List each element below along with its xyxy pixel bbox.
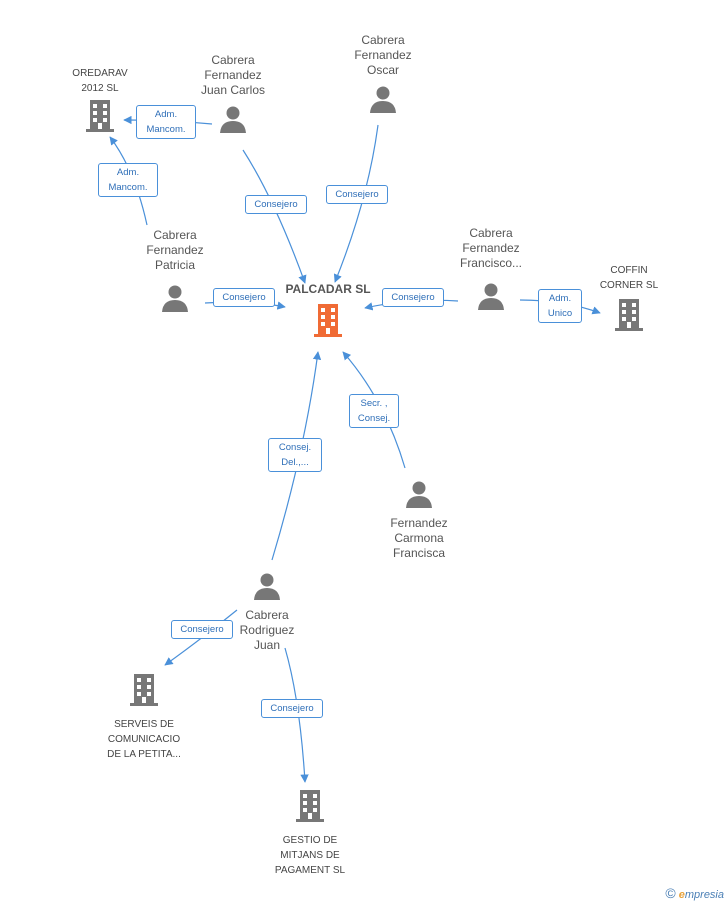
relation-badge-francisco-main[interactable]: Consejero xyxy=(382,288,444,307)
person-label: Cabrera Fernandez Francisco... xyxy=(459,226,522,270)
company-label: GESTIO DE MITJANS DE PAGAMENT SL xyxy=(274,835,346,876)
company-label: OREDARAV 2012 SL xyxy=(72,68,128,94)
person-icon xyxy=(370,86,396,113)
main-company-node[interactable]: PALCADAR SL xyxy=(268,282,388,343)
relation-badge-patricia-main[interactable]: Consejero xyxy=(213,288,275,307)
edge-jc-main xyxy=(242,149,307,284)
building-icon xyxy=(314,304,342,337)
company-node-serveis[interactable]: SERVEIS DE COMUNICACIO DE LA PETITA... xyxy=(94,672,194,762)
relation-badge-patricia-oredarav[interactable]: Adm. Mancom. xyxy=(98,163,158,197)
relation-badge-juan-serveis[interactable]: Consejero xyxy=(171,620,233,639)
company-label: COFFIN CORNER SL xyxy=(599,265,659,291)
company-node-oredarav[interactable]: OREDARAV 2012 SL xyxy=(60,66,140,139)
person-label: Cabrera Rodriguez Juan xyxy=(239,608,295,652)
company-label: SERVEIS DE COMUNICACIO DE LA PETITA... xyxy=(107,719,181,760)
brand-logo-text: mpresia xyxy=(684,889,724,901)
relation-badge-jc-main[interactable]: Consejero xyxy=(245,195,307,214)
building-icon xyxy=(615,299,643,331)
person-label: Cabrera Fernandez Patricia xyxy=(146,228,204,272)
person-node-juan-carlos[interactable]: Cabrera Fernandez Juan Carlos xyxy=(190,53,276,139)
main-company-name: PALCADAR SL xyxy=(285,282,371,296)
relation-badge-juan-gestio[interactable]: Consejero xyxy=(261,699,323,718)
relation-badge-jc-oredarav[interactable]: Adm. Mancom. xyxy=(136,105,196,139)
company-node-coffin[interactable]: COFFIN CORNER SL xyxy=(592,263,666,338)
building-icon xyxy=(130,674,158,706)
person-node-francisco[interactable]: Cabrera Fernandez Francisco... xyxy=(446,226,536,316)
person-node-juan[interactable]: Cabrera Rodriguez Juan xyxy=(222,571,312,653)
building-icon xyxy=(86,100,114,132)
company-node-gestio[interactable]: GESTIO DE MITJANS DE PAGAMENT SL xyxy=(260,788,360,878)
person-node-oscar[interactable]: Cabrera Fernandez Oscar xyxy=(340,33,426,119)
person-label: Cabrera Fernandez Oscar xyxy=(354,33,412,77)
person-icon xyxy=(254,573,280,600)
copyright-icon: © xyxy=(665,885,676,901)
person-icon xyxy=(220,106,246,133)
person-label: Fernandez Carmona Francisca xyxy=(390,516,448,560)
building-icon xyxy=(296,790,324,822)
relation-badge-oscar-main[interactable]: Consejero xyxy=(326,185,388,204)
footer-brand: © empresia xyxy=(665,885,724,901)
relation-badge-juan-main[interactable]: Consej. Del.,... xyxy=(268,438,322,472)
relation-badge-francisca-main[interactable]: Secr. , Consej. xyxy=(349,394,399,428)
person-icon xyxy=(162,285,188,312)
person-node-patricia[interactable]: Cabrera Fernandez Patricia xyxy=(132,228,218,318)
person-label: Cabrera Fernandez Juan Carlos xyxy=(200,53,266,97)
relation-badge-francisco-coffin[interactable]: Adm. Unico xyxy=(538,289,582,323)
brand-logo-e: e xyxy=(678,889,685,901)
person-icon xyxy=(478,283,504,310)
person-icon xyxy=(406,481,432,508)
person-node-francisca[interactable]: Fernandez Carmona Francisca xyxy=(374,479,464,561)
